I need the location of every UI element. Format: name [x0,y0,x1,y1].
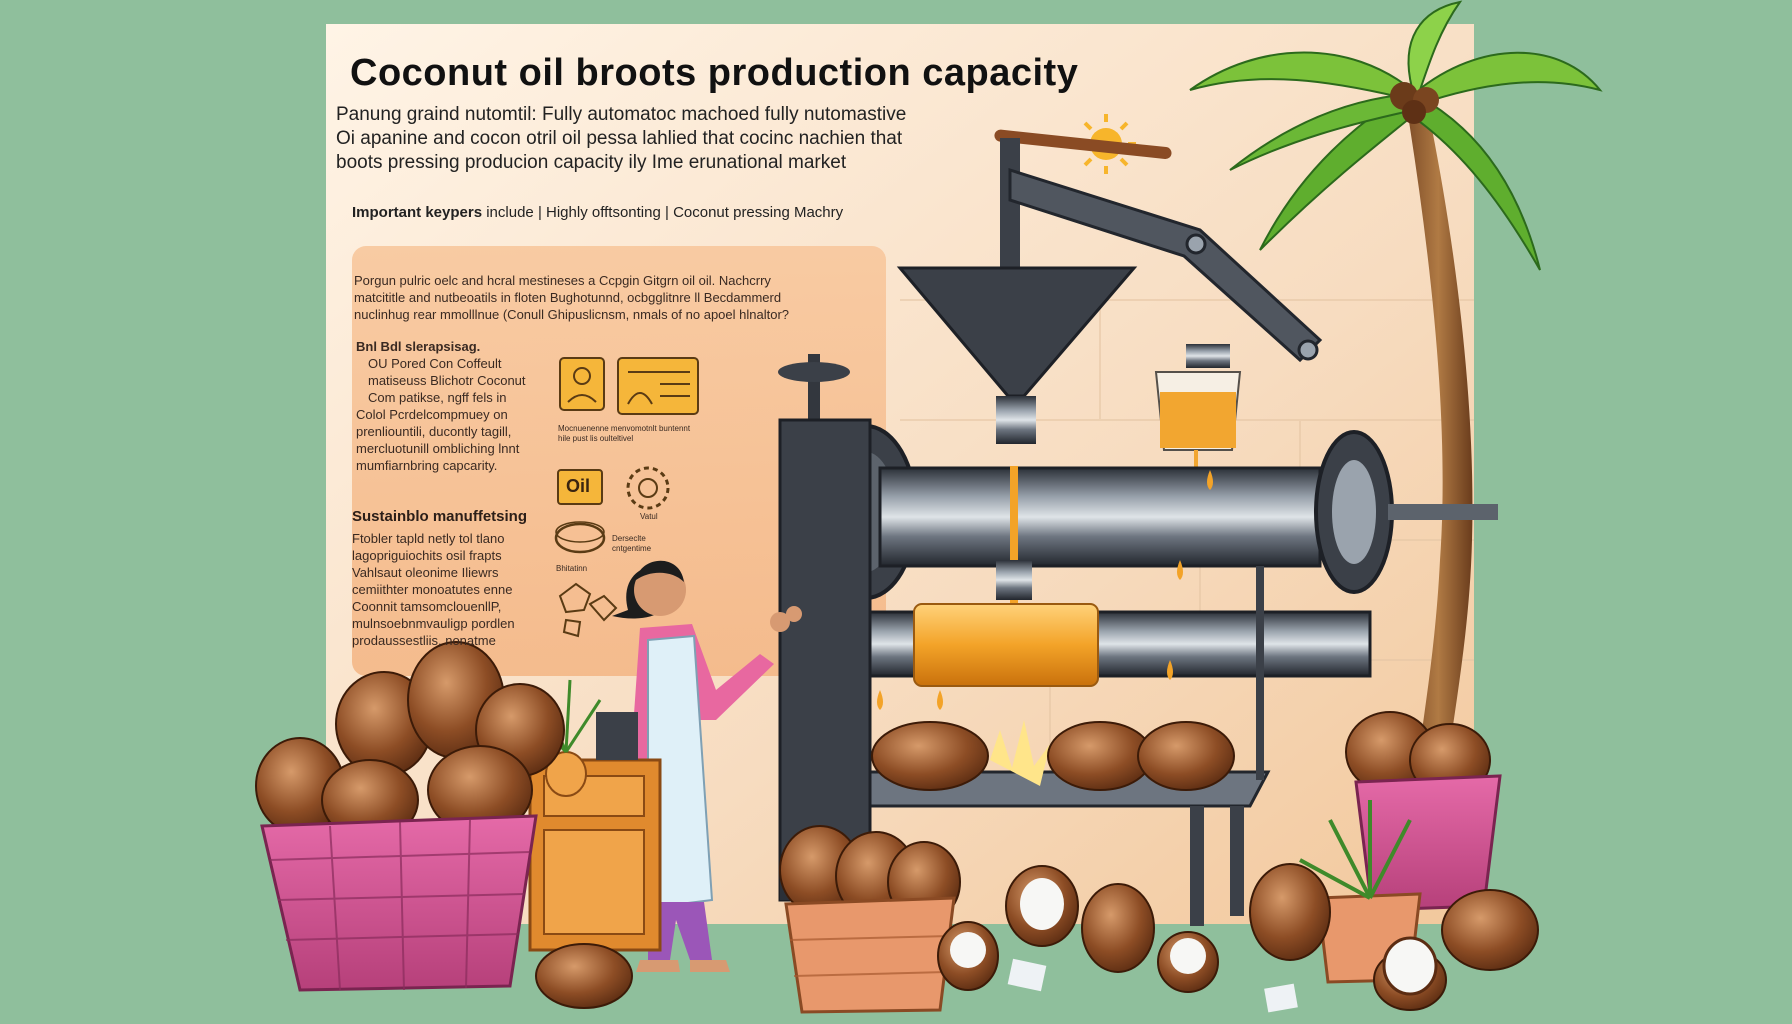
panel-section-2: Ftobler tapld netly tol tlano lagoprigui… [352,530,548,649]
subtitle-line-3: boots pressing producion capacity ily Im… [336,152,847,173]
section-1-line: mumfiarnbring capcarity. [356,458,498,473]
section-2-line: Vahlsaut oleonime Iliewrs [352,565,499,580]
id-card-icon [617,357,699,415]
section-2-line: mulnsoebnmvauligp pordlen [352,616,515,631]
icon-caption-2: Vatul [640,512,658,521]
section-1-line: prenliountili, ducontly tagill, [356,424,512,439]
subtitle-line-2: Oi apanine and cocon otril oil pessa lah… [336,128,903,149]
panel-intro-line: Porgun pulric oelc and hcral mestineses … [354,273,771,288]
ring-icon [554,521,606,554]
ground-coconuts [535,863,1539,1013]
panel-intro-line: nuclinhug rear mmolllnue (Conull Ghipusl… [354,307,789,322]
panel-intro: Porgun pulric oelc and hcral mestineses … [354,272,874,323]
section-2-heading: Sustainblo manuffetsing [352,508,528,525]
person-badge-icon [559,357,605,411]
section-2-line: cemiithter monoatutes enne [352,582,513,597]
middle-coconut-basket [779,825,961,1014]
oil-badge-label: Oil [566,476,591,496]
section-1-line: Colol Pcrdelcompmuey on [356,407,508,422]
section-2-line: lagopriguiochits osil frapts [352,548,502,563]
keyword-separator: | [664,204,674,221]
oil-badge-icon [557,469,603,505]
section-2-line: Coonnit tamsomclouenllP, [352,599,502,614]
gear-icon [626,466,670,510]
keyword-item: Highly offtsonting [546,204,661,221]
section-1-line: mercluotunill ombliching lnnt [356,441,520,456]
panel-section-1: Bnl Bdl slerapsisag. OU Pored Con Coffeu… [356,338,552,474]
palm-tree [1189,0,1603,760]
keyword-item: include [486,204,534,221]
section-2-line: Ftobler tapld netly tol tlano [352,531,505,546]
icon-caption-4: Bhitatinn [556,564,588,573]
icon-caption-1: Mocnuenenne menvomotnlt buntennt hile pu… [558,424,691,443]
section-1-line: OU Pored Con Coffeult [368,356,502,371]
section-1-heading: Bnl Bdl slerapsisag. [356,339,481,354]
icon-caption-3: Derseclte cntgentime [612,534,652,553]
panel-intro-line: matcititle and nutbeoatils in floten Bug… [354,290,782,305]
coconut-chunks-icon [558,582,618,638]
section-2-line: prodaussestliis, nonatme [352,633,496,648]
tray-coconuts [871,721,1235,791]
keyword-separator: | [537,204,547,221]
woman-worker [612,560,802,972]
subtitle-line-1: Panung graind nutomtil: Fully automatoc … [336,104,907,125]
keywords-label: Important keypers [352,204,483,221]
section-1-line: Com patikse, ngff fels in [368,390,507,405]
keywords-row: Important keypers include | Highly offts… [352,204,843,221]
page-title: Coconut oil broots production capacity [350,52,1079,94]
section-1-line: matiseuss Blichotr Coconut [368,373,526,388]
press-machine [778,129,1498,926]
keyword-item: Coconut pressing Machry [673,204,844,221]
left-coconut-basket [255,641,565,992]
info-panel [352,246,886,676]
